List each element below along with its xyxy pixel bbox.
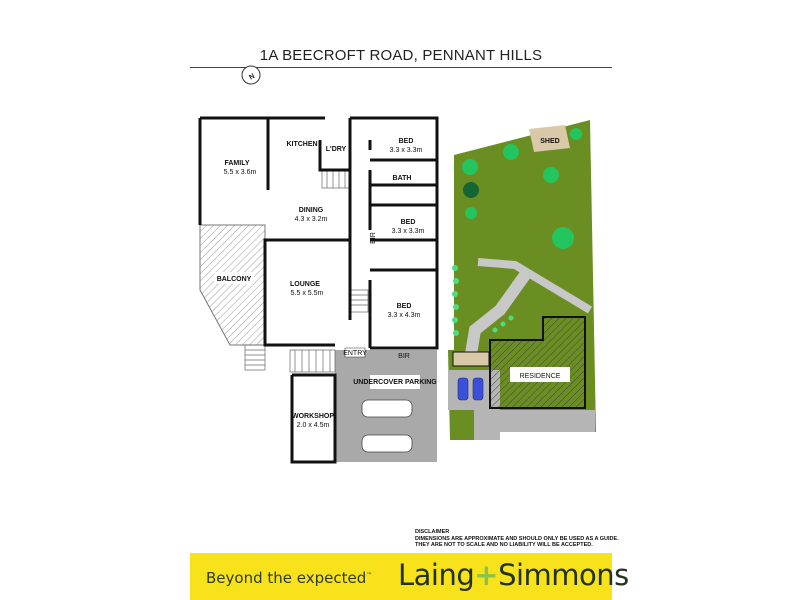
brand-logo-right: Simmons: [498, 558, 629, 592]
car-icon: [457, 377, 484, 401]
room-bed3-size: 3.3 x 4.3m: [388, 312, 421, 319]
room-laundry-name: L'DRY: [326, 146, 347, 153]
disclaimer-heading: DISCLAIMER: [415, 529, 450, 535]
balcony-label-box: [214, 272, 254, 284]
site-shed-label: SHED: [540, 138, 559, 145]
shed: [529, 125, 570, 152]
room-dining-size: 4.3 x 3.2m: [295, 216, 328, 223]
room-bir-label: BIR: [398, 353, 410, 360]
walls: [198, 116, 439, 464]
room-lounge-name: LOUNGE: [290, 281, 320, 288]
site-path: [477, 258, 593, 314]
disclaimer-line-1: DIMENSIONS ARE APPROXIMATE AND SHOULD ON…: [415, 535, 619, 542]
property-address-title: 1A BEECROFT ROAD, PENNANT HILLS: [259, 47, 543, 64]
tree-icon: [462, 128, 582, 249]
residence-footprint: [489, 316, 586, 409]
car-icon: [361, 399, 413, 453]
room-lounge-size: 5.5 x 5.5m: [291, 290, 324, 297]
balcony: [199, 224, 266, 346]
room-bed1-name: BED: [399, 138, 414, 145]
brand-logo-left: Laing: [398, 558, 475, 592]
disclaimer-line-2: THEY ARE NOT TO SCALE AND NO LIABILITY W…: [415, 542, 593, 548]
room-family-name: FAMILY: [224, 160, 249, 167]
room-family-size: 5.5 x 3.6m: [224, 169, 257, 176]
room-workshop-size: 2.0 x 4.5m: [297, 422, 330, 429]
room-balcony-name: BALCONY: [217, 276, 252, 283]
tagline-text: Beyond the expected: [206, 569, 367, 587]
svg-text:N: N: [248, 73, 256, 82]
room-bath-name: BATH: [393, 175, 412, 182]
site-path-2: [464, 271, 530, 361]
entry-label-box: [344, 347, 366, 358]
room-bed3-name: BED: [397, 303, 412, 310]
room-workshop-name: WORKSHOP: [292, 413, 334, 420]
agency-footer-banner: Beyond the expected™ Laing+Simmons: [190, 553, 629, 600]
hedge-icon: [452, 265, 514, 336]
site-outbuilding: [452, 351, 490, 367]
room-bed1-size: 3.3 x 3.3m: [390, 147, 423, 154]
trademark-mark: ™: [366, 572, 373, 579]
room-parking-name: UNDERCOVER PARKING: [353, 379, 437, 386]
brand-logo: Laing+Simmons: [398, 558, 629, 592]
room-entry-name: ENTRY: [343, 350, 367, 357]
north-arrow-icon: N: [241, 65, 261, 85]
room-bed2-name: BED: [401, 219, 416, 226]
title-divider: [190, 67, 612, 68]
room-bed2-size: 3.3 x 3.3m: [392, 228, 425, 235]
residence-label-box: [510, 367, 570, 382]
parking-label-box: [370, 375, 420, 389]
footer-tagline: Beyond the expected™: [206, 569, 372, 587]
room-dining-name: DINING: [299, 207, 324, 214]
room-kitchen-name: KITCHEN: [286, 141, 317, 148]
site-residence-label: RESIDENCE: [520, 373, 561, 380]
disclaimer: DISCLAIMER DIMENSIONS ARE APPROXIMATE AN…: [415, 529, 619, 549]
site-paving: [490, 410, 595, 432]
brand-plus-icon: +: [474, 558, 499, 592]
room-wir-label: BIR: [370, 232, 377, 244]
